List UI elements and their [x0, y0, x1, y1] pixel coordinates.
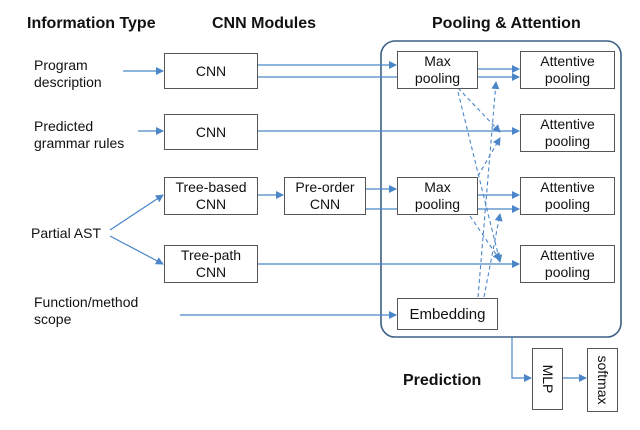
attentive-pooling-1-line2: pooling: [544, 70, 591, 86]
dashed-embedding-to-attentive1: [477, 81, 500, 298]
header-prediction: Prediction: [403, 372, 482, 389]
dashed-maxpool2-to-attentive2: [477, 137, 501, 177]
max-pooling-box-2: Max pooling: [397, 177, 478, 215]
header-information-type: Information Type: [27, 15, 156, 32]
label-predicted-grammar-rules-line2: grammar rules: [34, 135, 125, 151]
arrow-ast-to-tree-path: [109, 235, 164, 265]
attentive-pooling-4-line1: Attentive: [540, 247, 595, 263]
tree-based-cnn-box: Tree-based CNN: [164, 177, 258, 215]
header-cnn-modules: CNN Modules: [212, 15, 316, 32]
pre-order-cnn-line2: CNN: [309, 196, 341, 212]
attentive-pooling-box-2: Attentive pooling: [520, 114, 615, 152]
mlp-box: MLP: [532, 348, 563, 410]
dashed-maxpool1-to-attentive2: [457, 87, 501, 133]
tree-based-cnn-line1: Tree-based: [175, 179, 247, 195]
arrow-ast-to-tree-based: [109, 194, 164, 231]
softmax-label: softmax: [594, 355, 611, 405]
label-partial-ast: Partial AST: [31, 225, 102, 241]
attentive-pooling-2-line1: Attentive: [540, 116, 595, 132]
cnn-box-2: CNN: [164, 114, 258, 150]
max-pooling-2-line1: Max: [424, 179, 451, 195]
tree-path-cnn-line2: CNN: [195, 264, 227, 280]
embedding-box: Embedding: [397, 298, 498, 330]
dashed-maxpool2-to-attentive4: [469, 215, 501, 261]
label-function-method-scope-line1: Function/method: [34, 294, 139, 310]
tree-path-cnn-line1: Tree-path: [180, 247, 242, 263]
max-pooling-2-line2: pooling: [414, 196, 461, 212]
dashed-maxpool1-to-attentive4: [457, 91, 503, 263]
label-predicted-grammar-rules-line1: Predicted: [34, 118, 94, 134]
pre-order-cnn-box: Pre-order CNN: [284, 177, 366, 215]
label-function-method-scope: Function/method scope: [34, 294, 138, 328]
max-pooling-1-line1: Max: [424, 53, 451, 69]
attentive-pooling-2-line2: pooling: [544, 133, 591, 149]
cnn-box-2-label: CNN: [195, 123, 227, 140]
attentive-pooling-box-4: Attentive pooling: [520, 245, 615, 283]
label-program-description-line2: description: [34, 74, 102, 90]
label-function-method-scope-line2: scope: [34, 311, 72, 327]
label-predicted-grammar-rules: Predicted grammar rules: [34, 118, 124, 152]
mlp-label: MLP: [539, 364, 556, 394]
attentive-pooling-box-3: Attentive pooling: [520, 177, 615, 215]
cnn-box-1-label: CNN: [195, 62, 227, 79]
label-program-description-line1: Program: [34, 57, 88, 73]
cnn-box-1: CNN: [164, 53, 258, 89]
attentive-pooling-3-line1: Attentive: [540, 179, 595, 195]
embedding-label: Embedding: [409, 305, 486, 323]
header-pooling-attention: Pooling & Attention: [432, 15, 581, 32]
softmax-box: softmax: [587, 348, 618, 412]
label-program-description: Program description: [34, 57, 102, 91]
arrow-group-to-mlp: [511, 337, 532, 382]
pre-order-cnn-line1: Pre-order: [295, 179, 355, 195]
max-pooling-1-line2: pooling: [414, 70, 461, 86]
attentive-pooling-4-line2: pooling: [544, 264, 591, 280]
attentive-pooling-3-line2: pooling: [544, 196, 591, 212]
tree-path-cnn-box: Tree-path CNN: [164, 245, 258, 283]
attentive-pooling-box-1: Attentive pooling: [520, 51, 615, 89]
dashed-embedding-to-attentive3: [483, 213, 503, 298]
tree-based-cnn-line2: CNN: [195, 196, 227, 212]
max-pooling-box-1: Max pooling: [397, 51, 478, 89]
attentive-pooling-1-line1: Attentive: [540, 53, 595, 69]
